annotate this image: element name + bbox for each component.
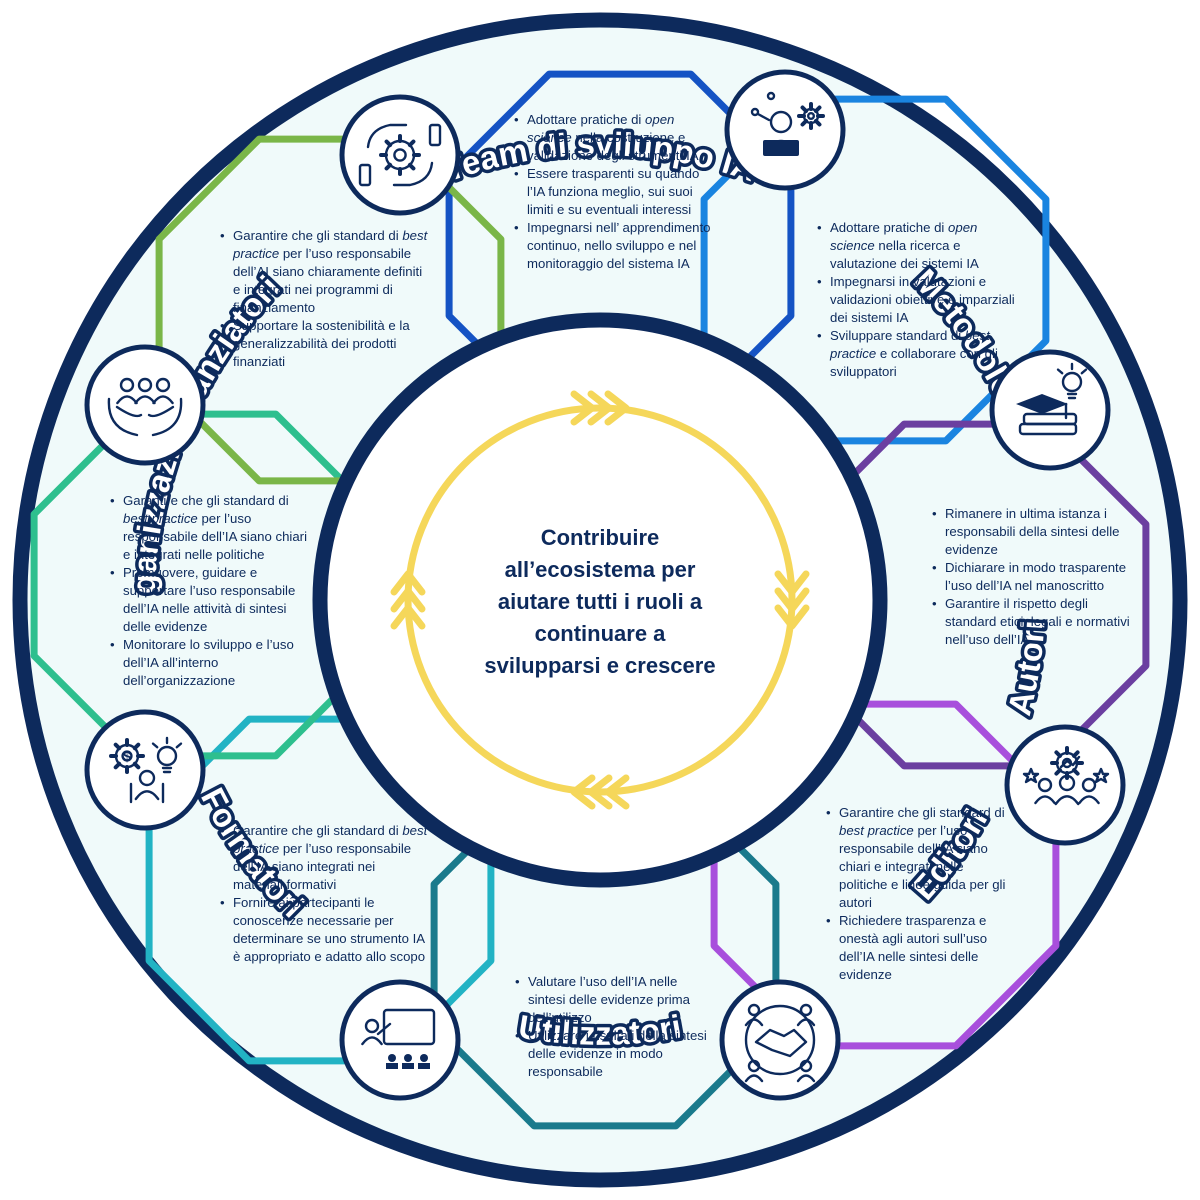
responsibility-item: Richiedere trasparenza e onestà agli aut… bbox=[826, 912, 1014, 984]
text-segment: nella costruzione e validazione degli st… bbox=[527, 130, 699, 163]
responsibility-item: Sviluppare standard di best practice e c… bbox=[817, 327, 1015, 381]
text-segment: per l’uso responsabile dell’AI siano chi… bbox=[233, 246, 423, 315]
inner-ring bbox=[312, 312, 888, 888]
text-segment: e collaborare con gli sviluppatori bbox=[830, 346, 998, 379]
icon-organizzazioni bbox=[84, 344, 206, 466]
text-segment: Sviluppare standard di bbox=[830, 328, 965, 343]
text-segment: Valutare l’uso dell’IA nelle sintesi del… bbox=[528, 974, 690, 1025]
icon-team bbox=[339, 94, 461, 216]
responsibility-item: Impegnarsi nell’ apprendimento continuo,… bbox=[514, 219, 717, 273]
responsibility-item: Adottare pratiche di open science nella … bbox=[514, 111, 717, 165]
responsibility-item: Rimanere in ultima istanza i responsabil… bbox=[932, 505, 1140, 559]
text-segment: Supportare la sostenibilità e la general… bbox=[233, 318, 410, 369]
emphasized-term: best practice bbox=[233, 823, 428, 856]
center-text-line: Contribuire bbox=[540, 525, 660, 550]
text-segment: Adottare pratiche di bbox=[527, 112, 646, 127]
responsibility-item: Essere trasparenti su quando l’IA funzio… bbox=[514, 165, 717, 219]
text-segment: Dichiarare in modo trasparente l’uso del… bbox=[945, 560, 1127, 593]
responsibilities-utilizzatori: Valutare l’uso dell’IA nelle sintesi del… bbox=[513, 973, 713, 1081]
responsibilities-team: Adottare pratiche di open science nella … bbox=[512, 111, 717, 273]
text-segment: Impegnarsi in valutazioni e validazioni … bbox=[830, 274, 1015, 325]
icon-utilizzatori bbox=[719, 979, 841, 1101]
responsibility-item: Garantire che gli standard di best pract… bbox=[110, 492, 313, 564]
text-segment: Fornire ai partecipanti le conoscenze ne… bbox=[233, 895, 426, 964]
responsibility-item: Monitorare lo sviluppo e l’uso dell’IA a… bbox=[110, 636, 313, 690]
responsibility-item: Dichiarare in modo trasparente l’uso del… bbox=[932, 559, 1140, 595]
responsibility-item: Valutare l’uso dell’IA nelle sintesi del… bbox=[515, 973, 713, 1027]
responsibility-item: Utilizzare i risultati della sintesi del… bbox=[515, 1027, 713, 1081]
text-segment: Promuovere, guidare e supportare l’uso r… bbox=[123, 565, 296, 634]
emphasized-term: open science bbox=[527, 112, 675, 145]
responsibility-item: Adottare pratiche di open science nella … bbox=[817, 219, 1015, 273]
hands-gear-icon bbox=[358, 123, 442, 187]
center-text-line: all’ecosistema per bbox=[504, 557, 696, 582]
responsibility-item: Garantire che gli standard di best pract… bbox=[220, 227, 428, 317]
growth-cycle bbox=[390, 390, 810, 810]
octagon-utilizzatori bbox=[430, 780, 780, 1130]
people-hands-icon bbox=[107, 377, 183, 437]
svg-text:$: $ bbox=[123, 748, 131, 764]
icon-formatori bbox=[339, 979, 461, 1101]
responsibilities-autori: Rimanere in ultima istanza i responsabil… bbox=[930, 505, 1140, 649]
icon-editori bbox=[1004, 724, 1126, 846]
responsibility-item: Garantire che gli standard di best pract… bbox=[826, 804, 1014, 912]
graduation-books-icon bbox=[1016, 362, 1088, 436]
icon-metodologi bbox=[724, 69, 846, 191]
text-segment: Monitorare lo sviluppo e l’uso dell’IA a… bbox=[123, 637, 294, 688]
teacher-board-icon bbox=[361, 1008, 436, 1069]
responsibilities-editori: Garantire che gli standard di best pract… bbox=[824, 804, 1014, 984]
responsibility-item: Garantire che gli standard di best pract… bbox=[220, 822, 428, 894]
responsibility-item: Impegnarsi in valutazioni e validazioni … bbox=[817, 273, 1015, 327]
text-segment: nella ricerca e valutazione dei sistemi … bbox=[830, 238, 979, 271]
handshake-icon bbox=[744, 1003, 816, 1083]
text-segment: per l’uso responsabile dell’IA siano chi… bbox=[123, 511, 307, 562]
center-text-line: aiutare tutti i ruoli a bbox=[497, 589, 703, 614]
text-segment: Richiedere trasparenza e onestà agli aut… bbox=[839, 913, 988, 982]
laptop-user-icon bbox=[750, 91, 825, 156]
text-segment: per l’uso responsabile dell’IA siano int… bbox=[233, 841, 412, 892]
responsibilities-organizzazioni: Garantire che gli standard di best pract… bbox=[108, 492, 313, 690]
center-statement: Contribuire all’ecosistema per aiutare tut… bbox=[440, 522, 760, 682]
responsibility-item: Garantire il rispetto degli standard eti… bbox=[932, 595, 1140, 649]
text-segment: per l’uso responsabile dell’IA siano chi… bbox=[839, 823, 1006, 910]
icon-finanziatori: $ bbox=[84, 709, 206, 831]
cycle-arrow-right bbox=[774, 570, 810, 630]
responsibilities-formatori: Garantire che gli standard di best pract… bbox=[218, 822, 428, 966]
cycle-circle bbox=[404, 404, 796, 796]
emphasized-term: best practice bbox=[830, 328, 990, 361]
text-segment: Garantire che gli standard di bbox=[839, 805, 1005, 820]
text-segment: Essere trasparenti su quando l’IA funzio… bbox=[527, 166, 700, 217]
responsibility-item: Promuovere, guidare e supportare l’uso r… bbox=[110, 564, 313, 636]
text-segment: Garantire il rispetto degli standard eti… bbox=[945, 596, 1130, 647]
center-text-line: continuare a bbox=[534, 621, 666, 646]
responsibilities-finanziatori: Garantire che gli standard di best pract… bbox=[218, 227, 428, 371]
text-segment: Impegnarsi nell’ apprendimento continuo,… bbox=[527, 220, 711, 271]
team-growth-icon bbox=[1022, 746, 1110, 806]
responsibility-item: Fornire ai partecipanti le conoscenze ne… bbox=[220, 894, 428, 966]
text-segment: Garantire che gli standard di bbox=[123, 493, 289, 508]
text-segment: Garantire che gli standard di bbox=[233, 228, 403, 243]
icon-autori bbox=[989, 349, 1111, 471]
responsibilities-metodologi: Adottare pratiche di open science nella … bbox=[815, 219, 1015, 381]
cycle-arrow-top bbox=[570, 390, 630, 426]
center-text-line: svilupparsi e crescere bbox=[484, 653, 716, 678]
money-idea-icon: $ bbox=[109, 736, 183, 804]
responsibility-item: Supportare la sostenibilità e la general… bbox=[220, 317, 428, 371]
text-segment: Utilizzare i risultati della sintesi del… bbox=[528, 1028, 707, 1079]
text-segment: Adottare pratiche di bbox=[830, 220, 949, 235]
cycle-arrow-left bbox=[390, 570, 426, 630]
emphasized-term: best practice bbox=[839, 823, 914, 838]
emphasized-term: best practice bbox=[123, 511, 198, 526]
cycle-arrow-bottom bbox=[570, 774, 630, 810]
emphasized-term: open science bbox=[830, 220, 978, 253]
emphasized-term: best practice bbox=[233, 228, 428, 261]
text-segment: Rimanere in ultima istanza i responsabil… bbox=[945, 506, 1120, 557]
text-segment: Garantire che gli standard di bbox=[233, 823, 403, 838]
